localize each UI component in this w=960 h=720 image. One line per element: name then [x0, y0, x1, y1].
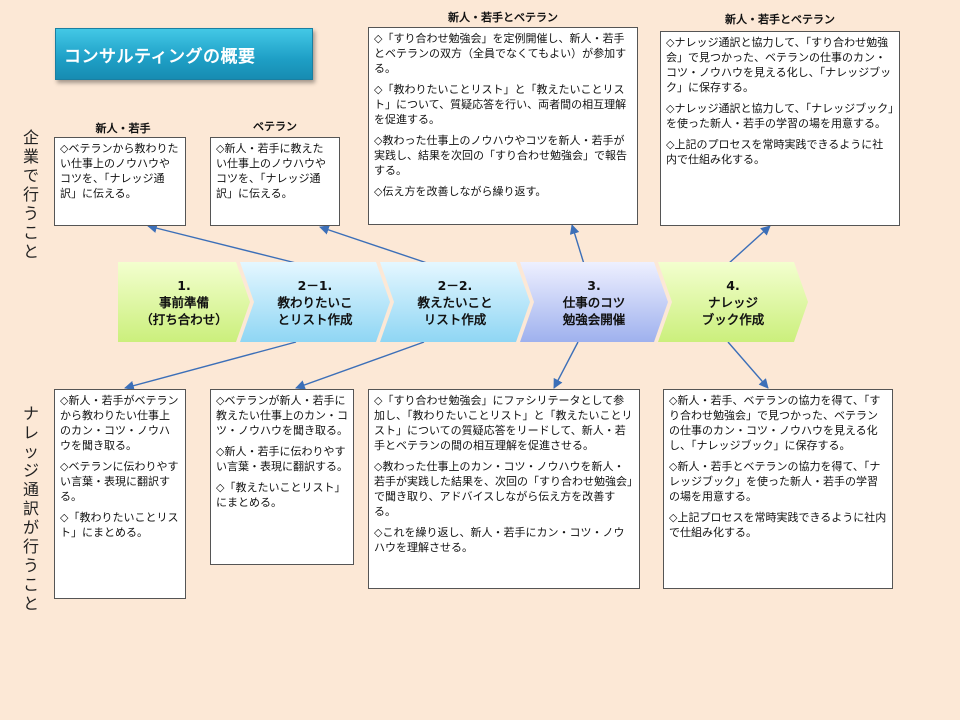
arrow-step2-to-bottom-note1 — [124, 341, 297, 391]
page-title: コンサルティングの概要 — [55, 28, 313, 80]
note-paragraph: ◇これを繰り返し、新人・若手にカン・コツ・ノウハウを理解させる。 — [374, 526, 625, 554]
note-paragraph: ◇「教わりたいことリスト」と「教えたいことリスト」について、質疑応答を行い、両者… — [374, 83, 627, 126]
note-paragraph: ◇ベテランが新人・若手に教えたい仕事上のカン・コツ・ノウハウを聞き取る。 — [216, 394, 348, 437]
bottom-note-knowledge-book: ◇新人・若手、ベテランの協力を得て、「すり合わせ勉強会」で見つかった、ベテランの… — [663, 389, 893, 589]
top-note-veteran: ◇新人・若手に教えたい仕事上のノウハウやコツを、「ナレッジ通訳」に伝える。 — [210, 137, 340, 226]
arrow-step5-to-bottom-note4 — [727, 341, 769, 389]
top-note-newcomer: ◇ベテランから教わりたい仕事上のノウハウやコツを、「ナレッジ通訳」に伝える。 — [54, 137, 186, 226]
note-paragraph: ◇ベテランから教わりたい仕事上のノウハウやコツを、「ナレッジ通訳」に伝える。 — [60, 142, 179, 200]
step-label: 2－2. 教えたいこと リスト作成 — [417, 277, 493, 327]
note-paragraph: ◇新人・若手とベテランの協力を得て、「ナレッジブック」を使った新人・若手の学習の… — [669, 460, 881, 503]
bottom-note-veteran: ◇ベテランが新人・若手に教えたい仕事上のカン・コツ・ノウハウを聞き取る。 ◇新人… — [210, 389, 354, 565]
note-paragraph: ◇教わった仕事上のノウハウやコツを新人・若手が実践し、結果を次回の「すり合わせ勉… — [374, 134, 627, 177]
note-paragraph: ◇新人・若手、ベテランの協力を得て、「すり合わせ勉強会」で見つかった、ベテランの… — [669, 394, 881, 452]
note-paragraph: ◇「教わりたいことリスト」にまとめる。 — [60, 511, 179, 539]
note-paragraph: ◇ナレッジ通訳と協力して、「ナレッジブック」を使った新人・若手の学習の場を用意す… — [666, 102, 894, 130]
step-knowledge-book: 4. ナレッジ ブック作成 — [658, 262, 808, 342]
arrow-step3-to-top-note2 — [319, 225, 431, 265]
arrow-step2-to-top-note1 — [147, 223, 301, 265]
note-paragraph: ◇伝え方を改善しながら繰り返す。 — [374, 185, 547, 198]
top-note-study-session: ◇「すり合わせ勉強会」を定例開催し、新人・若手とベテランの双方（全員でなくてもよ… — [368, 27, 638, 225]
note-paragraph: ◇ナレッジ通訳と協力して、「すり合わせ勉強会」で見つかった、ベテランの仕事のカン… — [666, 36, 892, 94]
arrow-step4-to-top-note3 — [569, 224, 585, 265]
step-label: 4. ナレッジ ブック作成 — [701, 277, 765, 327]
note-paragraph: ◇「すり合わせ勉強会」にファシリテータとして参加し、「教わりたいことリスト」と「… — [374, 394, 633, 452]
step-label: 3. 仕事のコツ 勉強会開催 — [562, 277, 626, 327]
column-label-both-1: 新人・若手とベテラン — [448, 11, 558, 24]
top-note-knowledge-book: ◇ナレッジ通訳と協力して、「すり合わせ勉強会」で見つかった、ベテランの仕事のカン… — [660, 31, 900, 226]
arrow-step4-to-bottom-note3 — [553, 341, 579, 389]
side-label-company: 企業で行うこと — [22, 128, 39, 261]
column-label-newcomer: 新人・若手 — [95, 122, 151, 135]
note-paragraph: ◇新人・若手に教えたい仕事上のノウハウやコツを、「ナレッジ通訳」に伝える。 — [216, 142, 326, 200]
bottom-note-newcomer: ◇新人・若手がベテランから教わりたい仕事上のカン・コツ・ノウハウを聞き取る。 ◇… — [54, 389, 186, 599]
bottom-note-facilitation: ◇「すり合わせ勉強会」にファシリテータとして参加し、「教わりたいことリスト」と「… — [368, 389, 640, 589]
step-label: 1. 事前準備 （打ち合わせ） — [140, 277, 228, 327]
step-study-session: 3. 仕事のコツ 勉強会開催 — [520, 262, 668, 342]
note-paragraph: ◇上記プロセスを常時実践できるように社内で仕組み化する。 — [669, 511, 887, 539]
note-paragraph: ◇ベテランに伝わりやすい言葉・表現に翻訳する。 — [60, 460, 179, 503]
note-paragraph: ◇新人・若手がベテランから教わりたい仕事上のカン・コツ・ノウハウを聞き取る。 — [60, 394, 179, 452]
note-paragraph: ◇新人・若手に伝わりやすい言葉・表現に翻訳する。 — [216, 445, 348, 473]
column-label-veteran: ベテラン — [253, 120, 297, 133]
note-paragraph: ◇「教えたいことリスト」にまとめる。 — [216, 481, 346, 509]
side-label-knowledge-interpreter: ナレッジ通訳が行うこと — [22, 404, 39, 613]
arrow-step5-to-top-note4 — [727, 225, 771, 265]
arrow-step3-to-bottom-note2 — [295, 341, 425, 390]
note-paragraph: ◇教わった仕事上のカン・コツ・ノウハウを新人・若手が実践した結果を、次回の「すり… — [374, 460, 633, 518]
note-paragraph: ◇「すり合わせ勉強会」を定例開催し、新人・若手とベテランの双方（全員でなくてもよ… — [374, 32, 627, 75]
step-label: 2－1. 教わりたいこ とリスト作成 — [277, 277, 353, 327]
column-label-both-2: 新人・若手とベテラン — [725, 13, 835, 26]
step-teach-list: 2－2. 教えたいこと リスト作成 — [380, 262, 530, 342]
note-paragraph: ◇上記のプロセスを常時実践できるように社内で仕組み化する。 — [666, 138, 884, 166]
step-learn-list: 2－1. 教わりたいこ とリスト作成 — [240, 262, 390, 342]
step-preparation: 1. 事前準備 （打ち合わせ） — [118, 262, 250, 342]
